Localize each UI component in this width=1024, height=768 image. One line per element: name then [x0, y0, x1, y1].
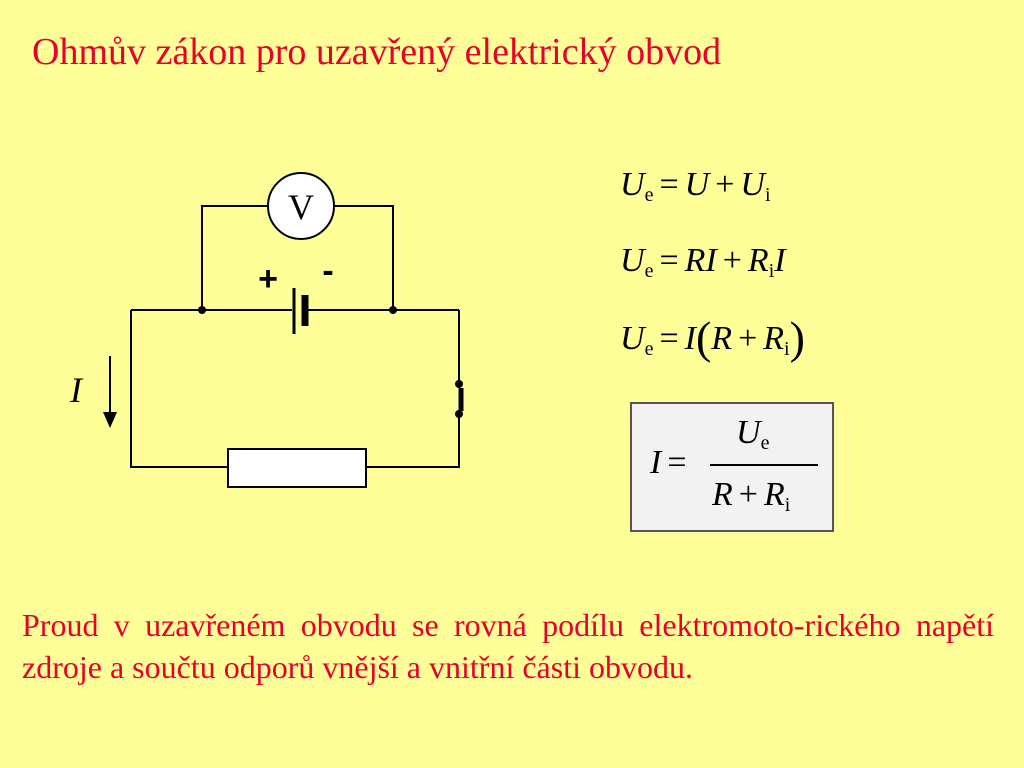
result-den2: R	[763, 476, 785, 513]
voltmeter-wire	[201, 205, 268, 310]
eq3-left-paren: (	[695, 312, 712, 363]
voltmeter-symbol	[267, 172, 335, 240]
junction-dot-right	[389, 306, 397, 314]
result-lhs: I=	[650, 444, 693, 482]
result-numerator: Ue	[736, 414, 770, 454]
equation-2: Ue=RI+RiI	[620, 242, 786, 282]
eq3-term3: R	[763, 320, 785, 357]
eq3-term1: I	[684, 320, 696, 357]
eq2-plus: +	[722, 242, 742, 279]
result-denominator: R+Ri	[712, 476, 791, 516]
voltmeter-label: V	[288, 187, 314, 227]
eq2-term1: RI	[684, 242, 717, 279]
equation-3: Ue=I(R+Ri)	[620, 315, 805, 361]
current-label: I	[69, 370, 84, 410]
main-wire-bottom-right	[366, 415, 460, 468]
result-den-plus: +	[738, 476, 758, 513]
equation-1: Ue=U+Ui	[620, 166, 771, 206]
eq2-lhs-sub: e	[644, 260, 654, 282]
eq3-equals: =	[659, 320, 679, 357]
eq3-lhs: U	[620, 320, 645, 357]
voltmeter-wire-right	[334, 205, 394, 310]
result-den1: R	[712, 476, 733, 513]
battery-minus-label: -	[322, 252, 333, 290]
eq1-equals: =	[659, 166, 679, 203]
main-wire-left	[130, 310, 228, 468]
slide-title: Ohmův zákon pro uzavřený elektrický obvo…	[32, 31, 722, 73]
switch-contact-bottom	[455, 410, 463, 418]
eq2-term3: I	[774, 242, 786, 279]
fraction-bar	[710, 464, 818, 466]
resistor	[227, 448, 367, 488]
junction-dot-left	[198, 306, 206, 314]
eq1-lhs: U	[620, 166, 645, 203]
eq1-plus: +	[715, 166, 735, 203]
result-den2-sub: i	[784, 494, 791, 516]
eq3-plus: +	[738, 320, 758, 357]
explanation-paragraph: Proud v uzavřeném obvodu se rovná podílu…	[22, 607, 994, 685]
eq2-equals: =	[659, 242, 679, 279]
eq1-lhs-sub: e	[644, 184, 654, 206]
eq2-term2: R	[747, 242, 769, 279]
eq2-lhs: U	[620, 242, 645, 279]
result-box: I= Ue R+Ri	[630, 402, 834, 532]
eq3-right-paren: )	[789, 312, 805, 363]
result-lhs-symbol: I	[650, 444, 662, 481]
eq3-lhs-sub: e	[644, 338, 654, 360]
eq3-term2: R	[711, 320, 733, 357]
switch-contact-top	[455, 380, 463, 388]
result-num-symbol: U	[736, 414, 761, 451]
eq1-term2: U	[740, 166, 765, 203]
current-arrow-head	[103, 412, 117, 428]
result-num-sub: e	[760, 432, 770, 454]
eq1-term2-sub: i	[764, 184, 771, 206]
eq3-term3-sub: i	[784, 338, 790, 360]
result-equals: =	[667, 444, 687, 481]
eq2-term2-sub: i	[768, 260, 775, 282]
eq1-term1: U	[684, 166, 710, 203]
battery-plus-label: +	[258, 260, 278, 298]
